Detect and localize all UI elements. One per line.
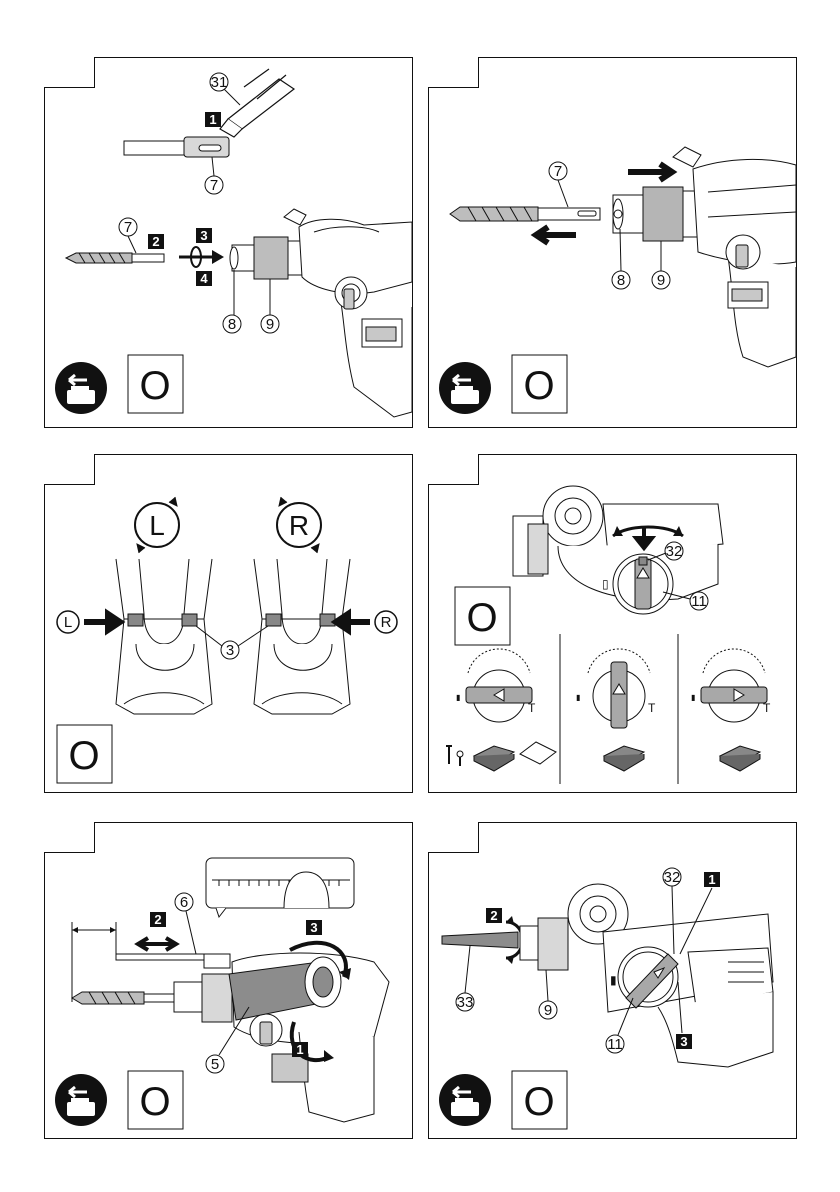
callout-6: 6: [180, 894, 188, 911]
mode-badge-label: O: [466, 596, 497, 640]
battery-remove-icon: [439, 362, 491, 414]
pull-out-arrow-icon: [536, 227, 576, 243]
figure-panel-5: 2 6 3 1 5 O: [44, 822, 414, 1140]
callout-31: 31: [211, 74, 228, 91]
handle-view-left: [116, 559, 212, 714]
dial-setting-hammer-only: T ▮: [576, 649, 656, 728]
callout-11: 11: [607, 1036, 623, 1053]
direction-L-small: L: [64, 614, 72, 631]
bit-shank: [124, 137, 229, 157]
figure-panel-2: 7 8 9 O: [428, 57, 798, 429]
svg-text:▮: ▮: [576, 693, 580, 702]
step-1-label: 1: [296, 1042, 303, 1057]
callout-7a: 7: [210, 177, 218, 194]
mode-selector-knob: [613, 554, 673, 614]
push-left-arrow-icon: [336, 614, 370, 630]
callout-8: 8: [617, 272, 625, 289]
svg-text:▮: ▮: [610, 973, 617, 987]
figure-panel-3: L R L R 3 O: [44, 454, 414, 794]
step-1-label: 1: [209, 112, 216, 127]
callout-9: 9: [544, 1002, 552, 1019]
rotary-hammer: [230, 209, 412, 417]
battery-remove-icon: [55, 1074, 107, 1126]
mode-badge-label: O: [139, 1080, 170, 1124]
push-right-arrow-icon: [84, 614, 120, 630]
step-2-label: 2: [490, 908, 497, 923]
callout-8: 8: [228, 316, 236, 333]
callout-32: 32: [664, 869, 681, 886]
mode-badge-label: O: [523, 364, 554, 408]
mode-badge-label: O: [68, 734, 99, 778]
dial-setting-chisel: T ▮: [691, 649, 771, 722]
step-1-label: 1: [708, 872, 715, 887]
dial-setting-hammer-drill: T ▮: [456, 649, 536, 722]
svg-text:▮: ▮: [691, 693, 695, 702]
direction-L-label: L: [149, 510, 165, 541]
figure-panel-4: ▯ 32 11 O T ▮ T ▮: [428, 454, 798, 794]
drill-bit: [72, 992, 174, 1004]
step-2-label: 2: [154, 912, 161, 927]
dial-mark-T: T: [763, 701, 771, 715]
grease-tube: [220, 69, 294, 137]
mode-selector-knob: [618, 947, 678, 1008]
accessory-screw-icon: [446, 746, 463, 766]
step-3-label: 3: [680, 1034, 687, 1049]
callout-9: 9: [657, 272, 665, 289]
svg-text:▮: ▮: [456, 693, 460, 702]
handle-view-right: [254, 559, 350, 714]
rotate-push-arrow-icon: [179, 247, 224, 267]
dial-hammer-glyph: ▯: [602, 577, 609, 591]
battery-remove-icon: [55, 362, 107, 414]
step-3-label: 3: [200, 228, 207, 243]
callout-32: 32: [666, 543, 683, 560]
step-4-label: 4: [200, 271, 208, 286]
forward-rotation-small-icon: R: [375, 611, 397, 633]
dial-mark-T: T: [648, 701, 656, 715]
dial-mark-T: T: [528, 701, 536, 715]
chisel: [442, 932, 518, 948]
drill-bit: [450, 207, 600, 221]
accessory-brick-icon: [474, 746, 514, 771]
callout-11: 11: [691, 593, 707, 610]
callout-5: 5: [211, 1056, 219, 1073]
step-3-label: 3: [310, 920, 317, 935]
forward-rotation-symbol: R: [277, 497, 321, 553]
callout-3: 3: [226, 642, 234, 659]
mode-badge-label: O: [523, 1080, 554, 1124]
step-2-label: 2: [152, 234, 159, 249]
figure-panel-1: 31 1 7 7 2 3 4: [44, 57, 414, 429]
reverse-rotation-symbol: L: [135, 497, 179, 553]
callout-33: 33: [457, 994, 474, 1011]
callout-9: 9: [266, 316, 274, 333]
accessory-wood-icon: [520, 742, 556, 764]
slide-double-arrow-icon: [138, 938, 176, 950]
callout-7: 7: [554, 163, 562, 180]
depth-gauge-rod: [116, 954, 216, 960]
mode-badge-label: O: [139, 364, 170, 408]
reverse-rotation-small-icon: L: [57, 611, 79, 633]
battery-remove-icon: [439, 1074, 491, 1126]
direction-R-label: R: [289, 510, 309, 541]
figure-panel-6: 2 33 ▮ 32 1 3 9 11 O: [428, 822, 798, 1140]
accessory-brick-icon: [720, 746, 760, 771]
push-sleeve-arrow-icon: [628, 164, 672, 180]
accessory-brick-icon: [604, 746, 644, 771]
depth-gauge-zoom-inset: [206, 858, 354, 917]
rotary-hammer: [613, 147, 796, 367]
drill-bit: [66, 253, 164, 263]
callout-7b: 7: [124, 219, 132, 236]
direction-R-small: R: [381, 614, 392, 631]
